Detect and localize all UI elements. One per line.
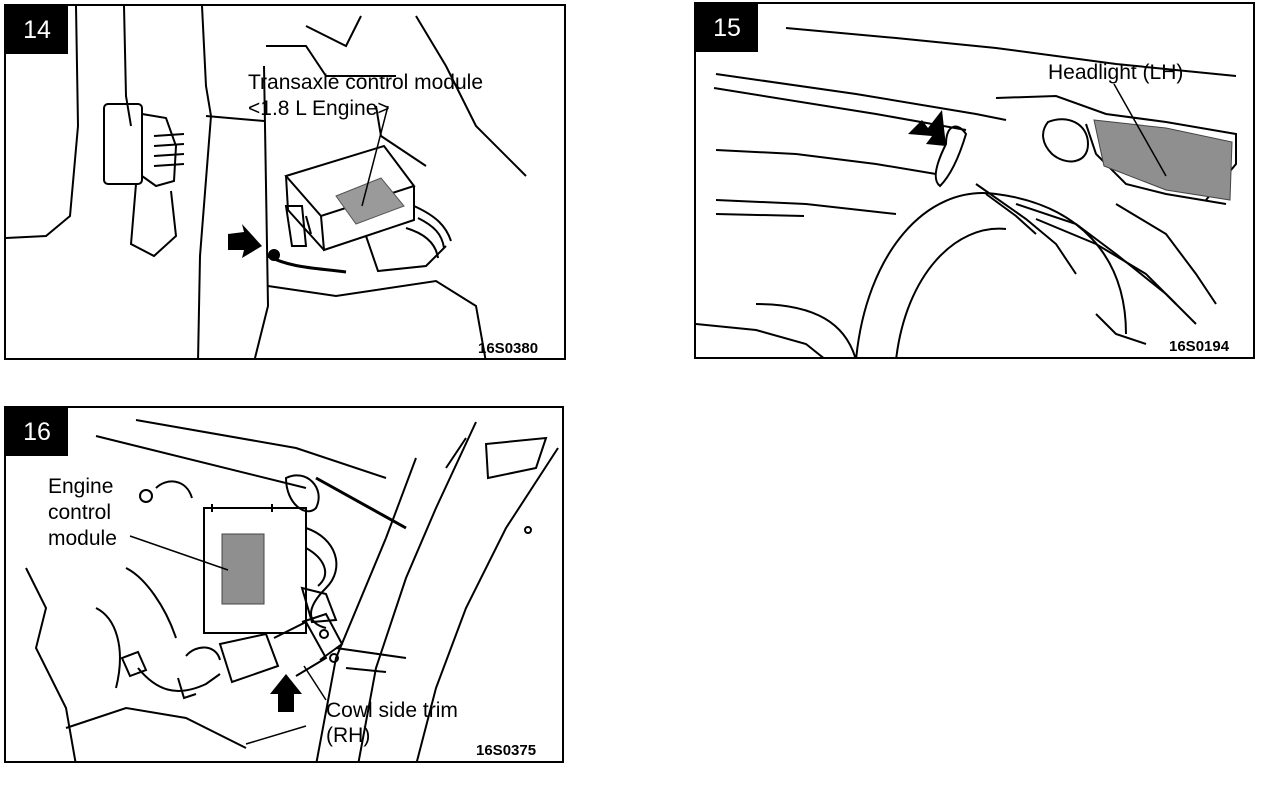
figure-number-badge: 15	[696, 4, 758, 52]
figure-15: 15 Headlight (LH) 16S0194	[694, 2, 1255, 359]
headlight-lh-label: Headlight (LH)	[1048, 61, 1184, 84]
figure-14-illustration	[6, 6, 527, 358]
figure-number-badge: 16	[6, 408, 68, 456]
figure-number-badge: 14	[6, 6, 68, 54]
cowl-side-trim-rh-label: (RH)	[326, 724, 371, 747]
engine-control-module-label-line3: module	[48, 527, 117, 550]
cowl-side-trim-label: Cowl side trim	[326, 699, 458, 722]
figure-14: 14 Transaxle control module <1.8 L Engin…	[4, 4, 566, 360]
figure-code: 16S0380	[478, 340, 539, 357]
figure-16-illustration	[25, 419, 559, 761]
engine-control-module-label-line2: control	[48, 501, 112, 524]
figure-code: 16S0375	[476, 742, 537, 759]
engine-variant-label: <1.8 L Engine>	[248, 97, 390, 120]
figure-16: 16 Engine control module Cowl side trim …	[4, 406, 564, 763]
figure-15-illustration	[696, 27, 1237, 357]
figure-code: 16S0194	[1169, 338, 1230, 355]
transaxle-control-module-label: Transaxle control module	[248, 71, 483, 94]
engine-control-module-label-line1: Engine	[48, 475, 114, 498]
